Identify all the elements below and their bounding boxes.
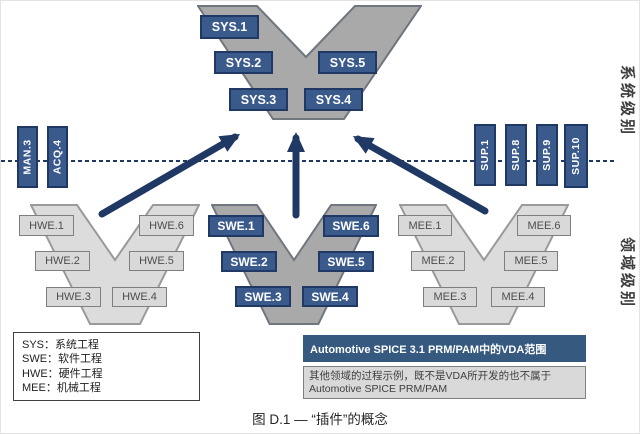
hwe-box-4: HWE.4 [112, 287, 167, 307]
tag-sup-8: SUP.8 [505, 124, 527, 186]
swe-box-6: SWE.6 [323, 215, 379, 237]
legend-line-swe: SWE：软件工程 [22, 353, 103, 366]
other-domain-callout: 其他领域的过程示例，既不是VDA所开发的也不属于Automotive SPICE… [303, 366, 586, 399]
mee-box-4: MEE.4 [491, 287, 545, 307]
tag-sup-1-label: SUP.1 [479, 139, 491, 171]
swe-box-2: SWE.2 [221, 251, 277, 272]
swe-box-3: SWE.3 [235, 286, 291, 307]
sys-box-2: SYS.2 [214, 51, 273, 74]
swe-box-5: SWE.5 [318, 251, 374, 272]
tag-sup-8-label: SUP.8 [510, 139, 522, 171]
legend-box: SYS：系统工程 SWE：软件工程 HWE：硬件工程 MEE：机械工程 [13, 332, 200, 401]
swe-box-4: SWE.4 [302, 286, 358, 307]
up-arrow-right [352, 135, 489, 215]
tag-acq-4-label: ACQ.4 [51, 139, 64, 175]
sys-box-4: SYS.4 [304, 88, 363, 111]
tag-man-3-label: MAN.3 [21, 139, 34, 175]
tag-man-3: MAN.3 [17, 126, 38, 188]
up-arrow-left [98, 133, 241, 218]
legend-line-hwe: HWE：硬件工程 [22, 367, 103, 380]
swe-box-1: SWE.1 [208, 215, 264, 237]
tag-sup-9: SUP.9 [536, 124, 558, 186]
tag-sup-9-label: SUP.9 [541, 139, 553, 171]
legend-line-mee: MEE：机械工程 [22, 381, 101, 394]
legend-line-sys: SYS：系统工程 [22, 339, 100, 351]
tag-acq-4: ACQ.4 [47, 126, 68, 188]
tag-sup-10-label: SUP.10 [570, 137, 582, 175]
sys-box-5: SYS.5 [318, 51, 377, 74]
hwe-box-3: HWE.3 [46, 287, 101, 307]
hwe-box-5: HWE.5 [129, 251, 184, 271]
tag-sup-1: SUP.1 [474, 124, 496, 186]
hwe-box-2: HWE.2 [35, 251, 90, 271]
mee-box-5: MEE.5 [504, 251, 558, 271]
hwe-box-1: HWE.1 [19, 215, 74, 236]
mee-box-6: MEE.6 [517, 215, 571, 236]
system-level-label: 系统级别 [618, 64, 636, 138]
vda-scope-callout: Automotive SPICE 3.1 PRM/PAM中的VDA范围 [303, 335, 586, 362]
tag-sup-10: SUP.10 [564, 124, 588, 188]
hwe-box-6: HWE.6 [139, 215, 194, 236]
mee-box-1: MEE.1 [398, 215, 452, 236]
sys-box-3: SYS.3 [229, 88, 288, 111]
mee-box-2: MEE.2 [411, 251, 465, 271]
mee-box-3: MEE.3 [423, 287, 477, 307]
sys-box-1: SYS.1 [200, 15, 259, 39]
domain-level-label: 领域级别 [618, 236, 636, 310]
figure-caption: 图 D.1 — “插件”的概念 [252, 412, 388, 427]
